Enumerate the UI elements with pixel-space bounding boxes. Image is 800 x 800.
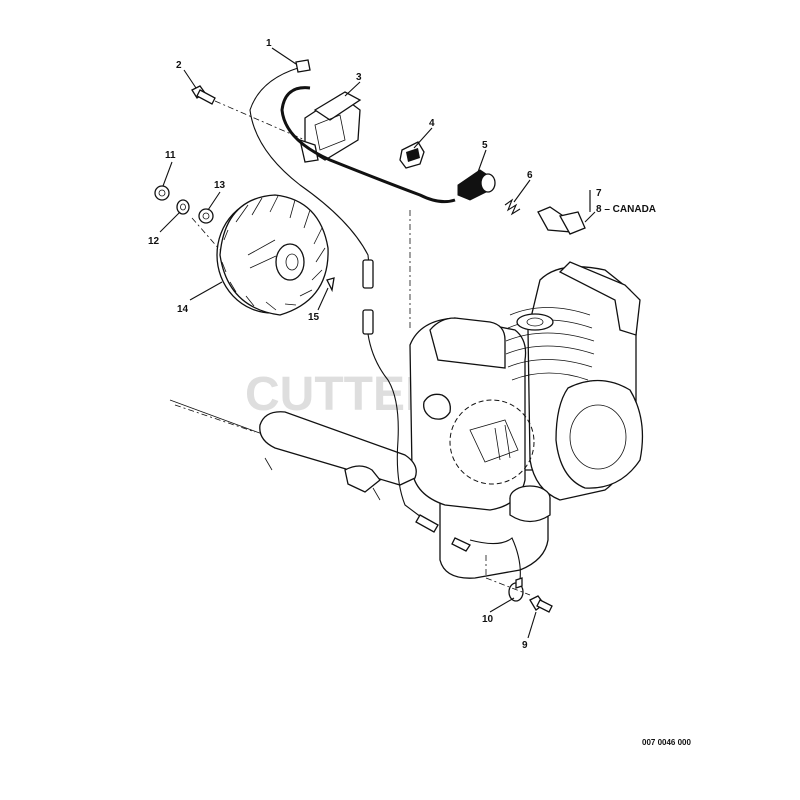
callout-14: 14 bbox=[177, 304, 189, 315]
washer-13 bbox=[198, 208, 214, 224]
flywheel bbox=[216, 194, 329, 316]
key-15 bbox=[326, 277, 335, 293]
callout-4: 4 bbox=[429, 118, 435, 129]
drawing-code: 007 0046 000 bbox=[642, 738, 691, 747]
ground-terminal-10 bbox=[451, 537, 524, 602]
callout-5: 5 bbox=[482, 140, 488, 151]
drive-tube bbox=[169, 399, 417, 501]
callout-6: 6 bbox=[527, 170, 533, 181]
screw-2 bbox=[191, 85, 306, 141]
callout-15: 15 bbox=[308, 312, 320, 323]
spring-6 bbox=[504, 198, 521, 216]
callout-1: 1 bbox=[266, 38, 272, 49]
callout-8: 8 – CANADA bbox=[596, 204, 656, 215]
callout-9: 9 bbox=[522, 640, 528, 651]
ignition-module bbox=[280, 86, 456, 204]
callout-13: 13 bbox=[214, 180, 226, 191]
screw-9 bbox=[529, 595, 553, 613]
ignition-lead bbox=[249, 59, 439, 533]
nut-11 bbox=[154, 185, 170, 201]
callout-12: 12 bbox=[148, 236, 160, 247]
leader-lines bbox=[159, 47, 591, 639]
engine-assembly bbox=[409, 261, 644, 579]
callout-3: 3 bbox=[356, 72, 362, 83]
grommet-4 bbox=[399, 141, 425, 169]
spark-plug bbox=[537, 190, 596, 235]
callout-11: 11 bbox=[165, 150, 176, 161]
callout-labels: 1 2 3 4 5 6 7 8 – CANADA 9 10 11 12 13 1… bbox=[148, 38, 656, 651]
spark-plug-boot bbox=[457, 169, 496, 201]
callout-2: 2 bbox=[176, 60, 182, 71]
callout-7: 7 bbox=[596, 188, 602, 199]
callout-10: 10 bbox=[482, 614, 494, 625]
assembly-lines bbox=[191, 210, 531, 596]
lock-washer-12 bbox=[176, 199, 190, 215]
